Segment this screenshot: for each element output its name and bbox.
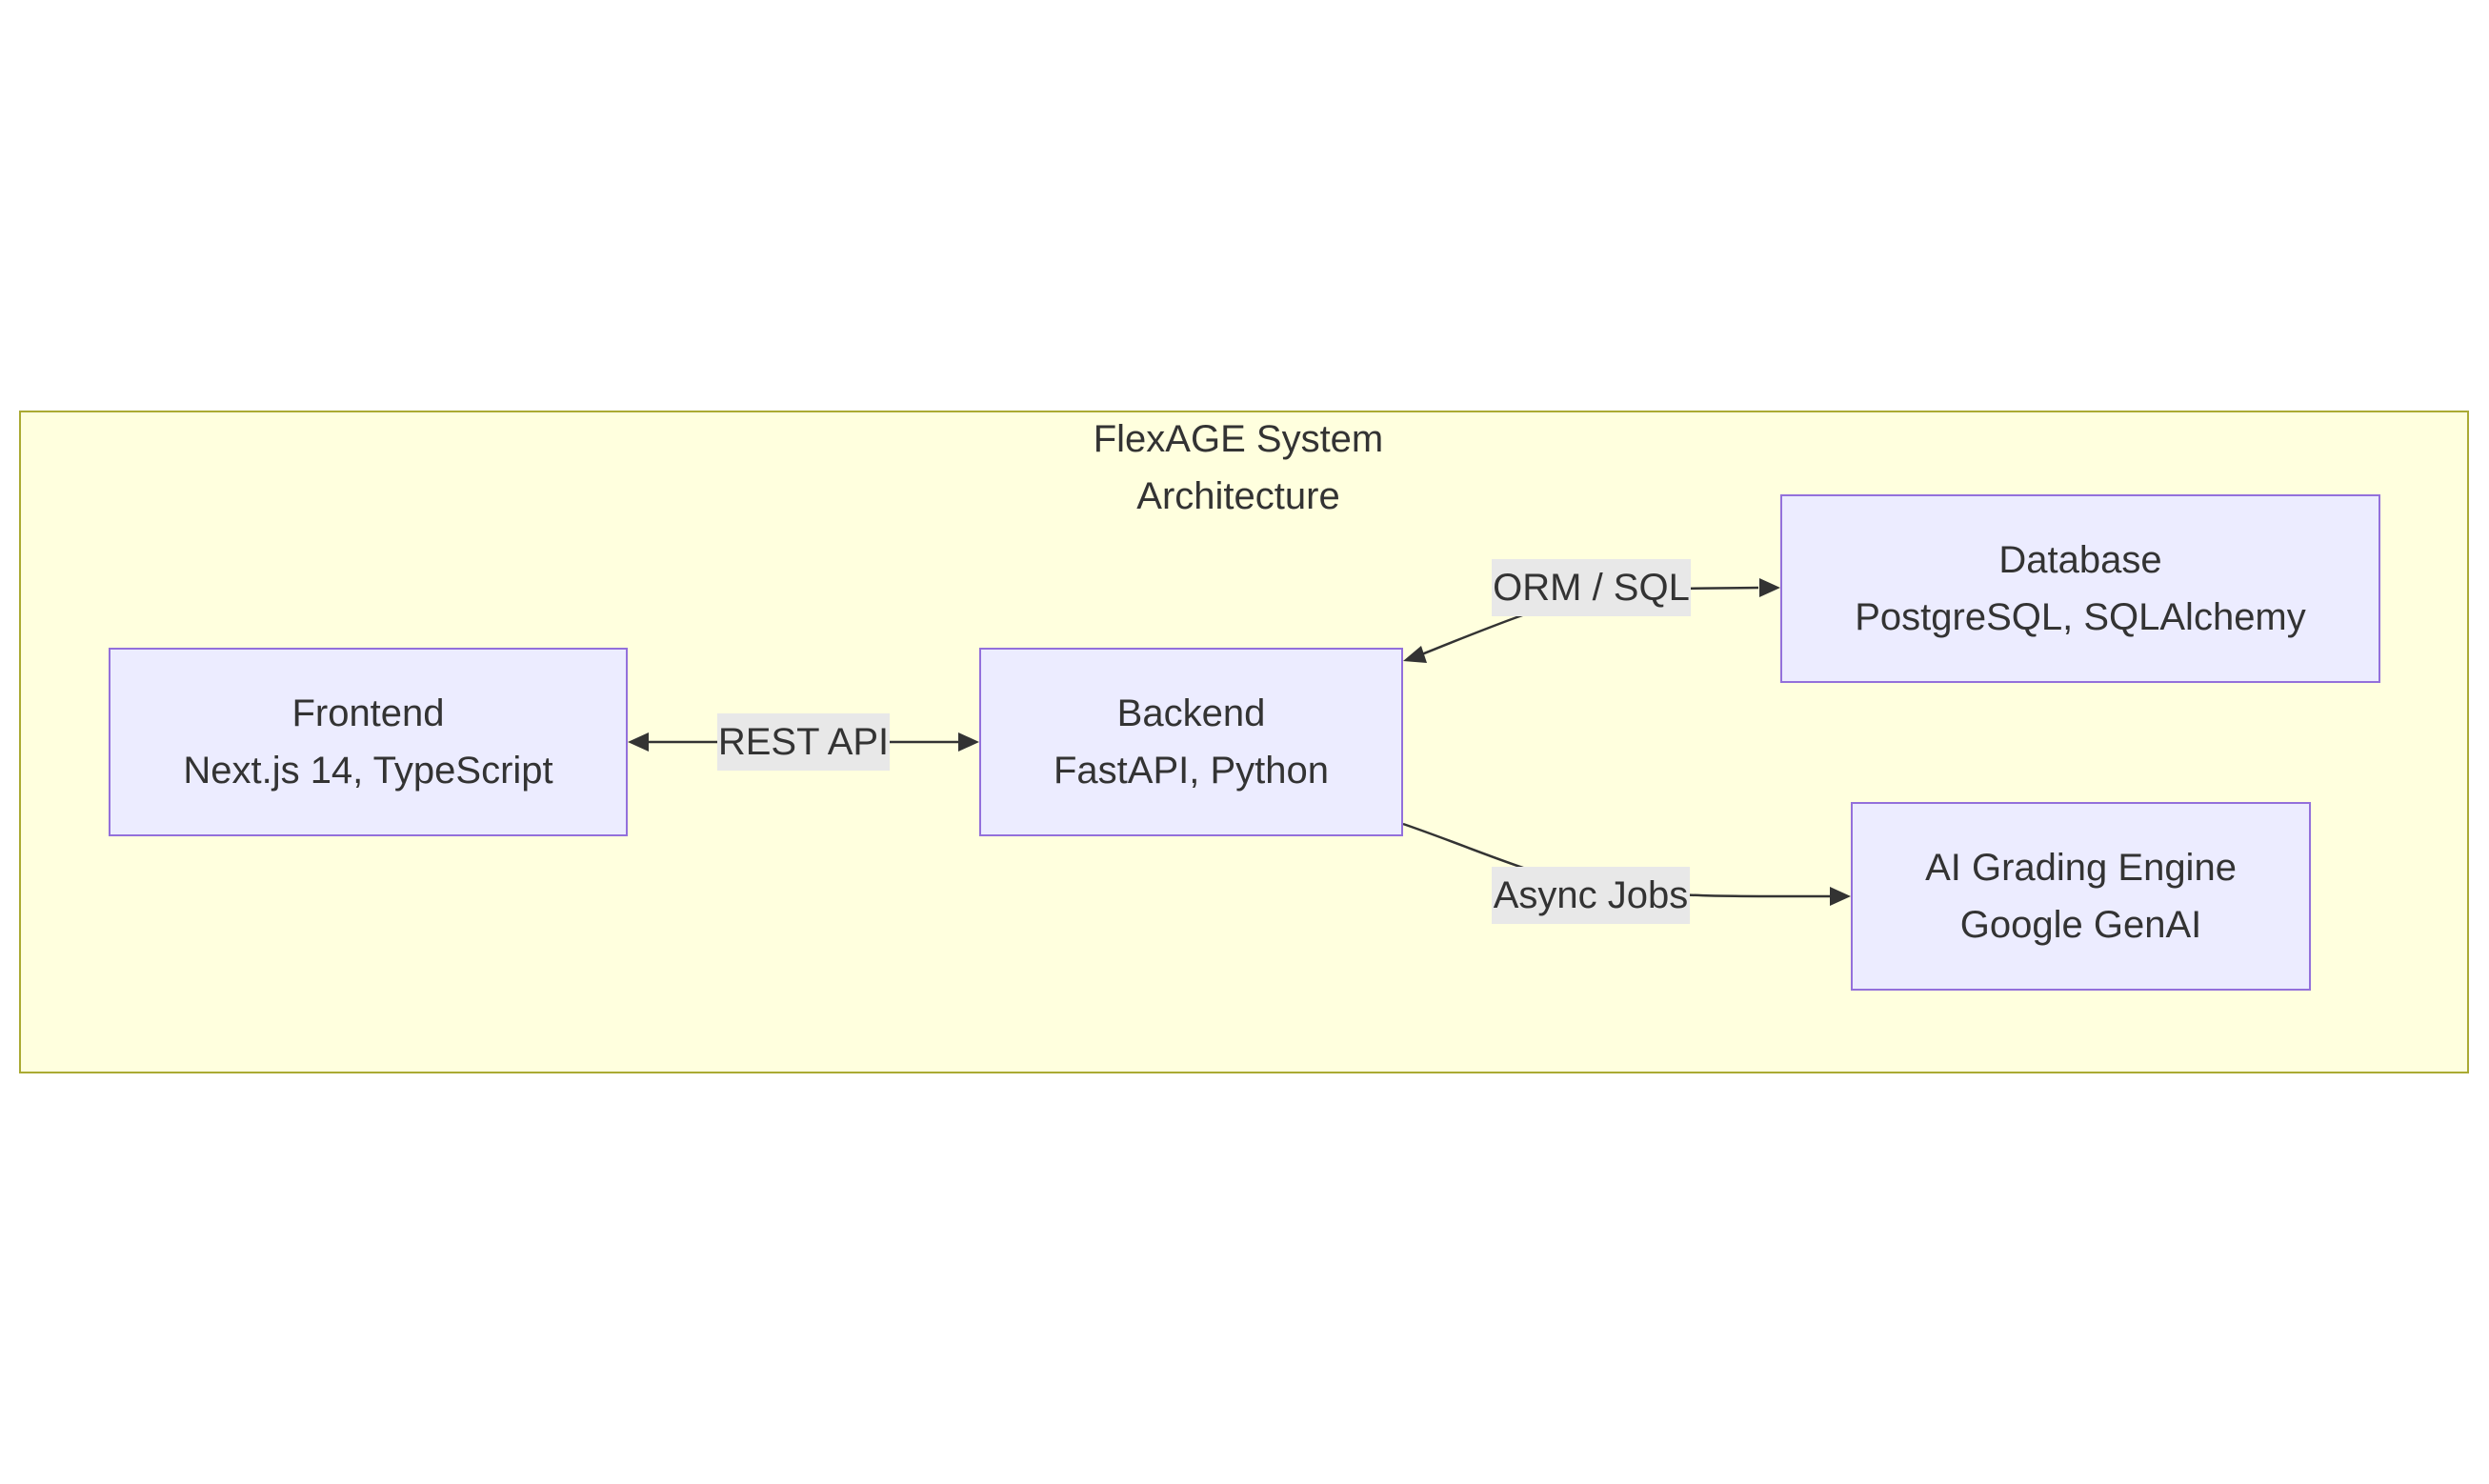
edge-label-rest-api: REST API: [717, 713, 890, 771]
arrowhead-left-icon: [628, 732, 649, 752]
arrowhead-database-icon: [1759, 578, 1780, 597]
node-backend-detail: FastAPI, Python: [1053, 750, 1330, 792]
arrowhead-right-icon: [958, 732, 979, 752]
node-ai-detail: Google GenAI: [1959, 904, 2202, 946]
node-backend-name: Backend: [1116, 692, 1266, 734]
edge-label-async-jobs: Async Jobs: [1492, 867, 1690, 924]
arrowhead-ai-icon: [1830, 887, 1851, 906]
arrowhead-backend-icon: [1403, 646, 1427, 663]
node-frontend[interactable]: Frontend Next.js 14, TypeScript: [109, 648, 628, 836]
node-frontend-name: Frontend: [291, 692, 445, 734]
node-ai-name: AI Grading Engine: [1925, 847, 2237, 889]
group-title-line-1: FlexAGE System: [1093, 418, 1384, 460]
node-database-detail: PostgreSQL, SQLAlchemy: [1855, 596, 2306, 638]
node-backend[interactable]: Backend FastAPI, Python: [979, 648, 1403, 836]
group-title: FlexAGE System Architecture: [991, 411, 1486, 525]
node-frontend-detail: Next.js 14, TypeScript: [183, 750, 553, 792]
node-ai-grading-engine[interactable]: AI Grading Engine Google GenAI: [1851, 802, 2311, 991]
node-database-name: Database: [1998, 539, 2162, 581]
node-database[interactable]: Database PostgreSQL, SQLAlchemy: [1780, 494, 2380, 683]
edge-label-orm-sql: ORM / SQL: [1492, 559, 1691, 616]
group-title-line-2: Architecture: [1136, 475, 1340, 517]
